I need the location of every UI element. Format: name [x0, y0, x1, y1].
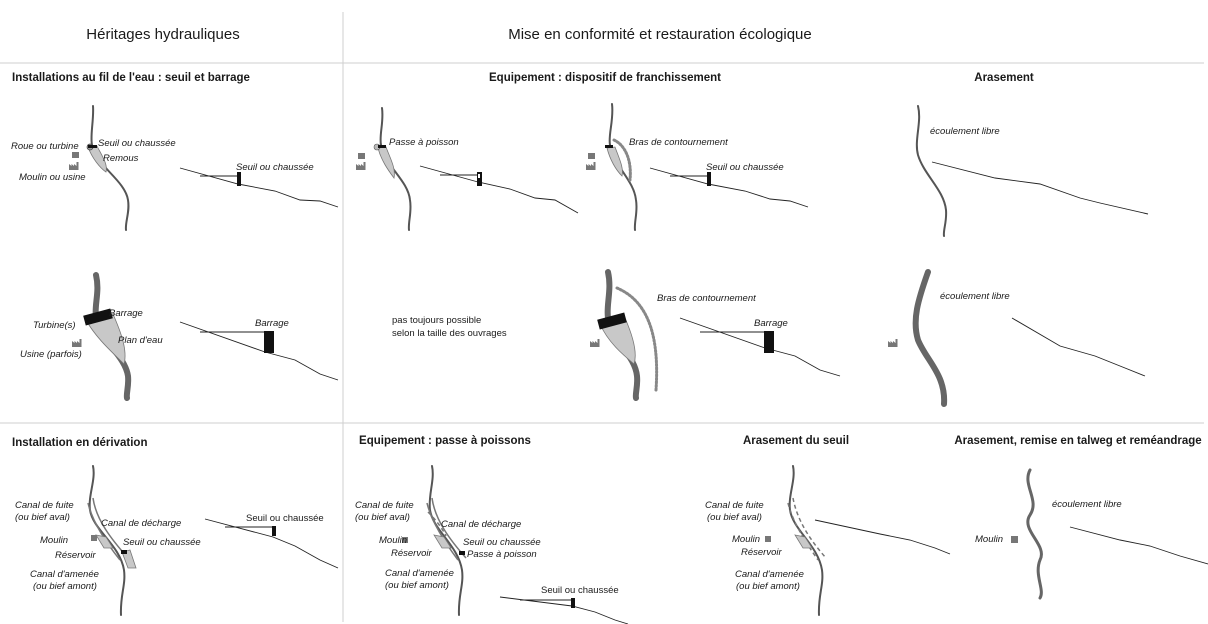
- label-ecoulement-libre-1: écoulement libre: [930, 126, 1000, 137]
- label-roue-turbine: Roue ou turbine: [11, 141, 79, 152]
- label-barrage-profile-2: Barrage: [754, 318, 788, 329]
- passe-poissons-plan: Canal de fuite (ou bief aval) Canal de d…: [355, 465, 541, 616]
- label-seuil: Seuil ou chaussée: [98, 138, 176, 149]
- note-line-1: pas toujours possible: [392, 315, 481, 326]
- talweg-profile: [1069, 526, 1208, 565]
- label-seuil-profile-2: Seuil ou chaussée: [706, 162, 784, 173]
- label-bras-contournement-2: Bras de contournement: [657, 293, 756, 304]
- label-canal-amenee-1c: Canal d'amenée: [735, 569, 804, 580]
- label-seuil-der-b: Seuil ou chaussée: [463, 537, 541, 548]
- label-canal-fuite-2: (ou bief aval): [15, 512, 70, 523]
- factory-icon: [69, 162, 79, 170]
- derivation-plan-heritage: Canal de fuite (ou bief aval) Canal de d…: [15, 465, 201, 616]
- section-derivation: Installation en dérivation: [12, 437, 147, 449]
- label-ecoulement-libre-3: écoulement libre: [1052, 499, 1122, 510]
- barrage-bras-plan: Bras de contournement: [590, 269, 756, 401]
- label-canal-fuite-1b: Canal de fuite: [355, 500, 414, 511]
- note-line-2: selon la taille des ouvrages: [392, 328, 507, 339]
- label-plan-eau: Plan d'eau: [118, 335, 163, 346]
- label-canal-amenee-2c: (ou bief amont): [736, 581, 800, 592]
- bras-contournement-profile: Seuil ou chaussée: [649, 162, 809, 208]
- label-canal-decharge: Canal de décharge: [101, 518, 181, 529]
- barrage-profile-heritage: Barrage: [179, 318, 339, 381]
- label-canal-fuite-2c: (ou bief aval): [707, 512, 762, 523]
- seuil-plan-heritage: Roue ou turbine Seuil ou chaussée Remous…: [11, 105, 176, 231]
- label-canal-amenee-2b: (ou bief amont): [385, 580, 449, 591]
- section-equip-franchissement: Equipement : dispositif de franchissemen…: [489, 72, 721, 84]
- header-restauration: Mise en conformité et restauration écolo…: [508, 26, 812, 43]
- label-barrage-profile: Barrage: [255, 318, 289, 329]
- barrage-bras-profile: Barrage: [679, 317, 841, 377]
- factory-icon: [356, 162, 366, 170]
- passe-poisson-plan: Passe à poisson: [356, 107, 459, 231]
- label-moulin-2: Moulin: [379, 535, 407, 546]
- derivation-profile-heritage: Seuil ou chaussée: [204, 513, 339, 569]
- label-canal-decharge-b: Canal de décharge: [441, 519, 521, 530]
- arasement-seuil-plan: Canal de fuite (ou bief aval) Moulin Rés…: [705, 465, 827, 616]
- factory-icon: [72, 339, 82, 347]
- label-passe-poisson-b: Passe à poisson: [467, 549, 537, 560]
- passe-poissons-profile: Seuil ou chaussée: [499, 585, 629, 624]
- label-bras-contournement: Bras de contournement: [629, 137, 728, 148]
- label-usine-parfois: Usine (parfois): [20, 349, 82, 360]
- label-remous: Remous: [103, 153, 139, 164]
- talweg-plan: écoulement libre Moulin: [975, 468, 1122, 600]
- arasement-seuil-profile: [814, 519, 951, 555]
- label-reservoir-3: Réservoir: [741, 547, 782, 558]
- seuil-profile-heritage: Seuil ou chaussée: [179, 162, 339, 208]
- label-moulin-1: Moulin: [40, 535, 68, 546]
- label-seuil-der: Seuil ou chaussée: [123, 537, 201, 548]
- arasement-profile-1: [931, 161, 1149, 215]
- label-ecoulement-libre-2: écoulement libre: [940, 291, 1010, 302]
- label-canal-fuite-2b: (ou bief aval): [355, 512, 410, 523]
- label-seuil-der-profile: Seuil ou chaussée: [246, 513, 324, 524]
- header-heritages: Héritages hydrauliques: [86, 26, 239, 43]
- label-moulin-usine: Moulin ou usine: [19, 172, 86, 183]
- label-canal-amenee-2: (ou bief amont): [33, 581, 97, 592]
- factory-icon: [586, 162, 596, 170]
- passe-poisson-profile: [419, 165, 579, 214]
- section-fil-eau: Installations au fil de l'eau : seuil et…: [12, 72, 250, 84]
- label-canal-amenee-1b: Canal d'amenée: [385, 568, 454, 579]
- section-arasement-seuil: Arasement du seuil: [743, 435, 849, 447]
- factory-icon: [590, 339, 600, 347]
- label-turbines: Turbine(s): [33, 320, 76, 331]
- arasement-profile-2: [1011, 317, 1146, 377]
- label-canal-fuite-1c: Canal de fuite: [705, 500, 764, 511]
- moulin-square-icon: [72, 152, 79, 158]
- note-pas-possible: pas toujours possible selon la taille de…: [392, 315, 507, 339]
- section-equip-passe: Equipement : passe à poissons: [359, 435, 531, 447]
- bras-contournement-plan: Bras de contournement: [586, 103, 728, 231]
- label-barrage: Barrage: [109, 308, 143, 319]
- arasement-plan-2: écoulement libre: [888, 269, 1010, 407]
- section-arasement: Arasement: [974, 72, 1034, 84]
- label-canal-fuite-1: Canal de fuite: [15, 500, 74, 511]
- section-arasement-talweg: Arasement, remise en talweg et reméandra…: [954, 435, 1201, 447]
- label-moulin-4: Moulin: [975, 534, 1003, 545]
- barrage-plan-heritage: Barrage Turbine(s) Plan d'eau Usine (par…: [20, 272, 163, 401]
- label-canal-amenee-1: Canal d'amenée: [30, 569, 99, 580]
- label-moulin-3: Moulin: [732, 534, 760, 545]
- label-seuil-passe-profile: Seuil ou chaussée: [541, 585, 619, 596]
- label-reservoir-1: Réservoir: [55, 550, 96, 561]
- label-passe-poisson: Passe à poisson: [389, 137, 459, 148]
- arasement-plan-1: écoulement libre: [915, 105, 1000, 237]
- factory-icon: [888, 339, 898, 347]
- label-reservoir-2: Réservoir: [391, 548, 432, 559]
- label-seuil-profile: Seuil ou chaussée: [236, 162, 314, 173]
